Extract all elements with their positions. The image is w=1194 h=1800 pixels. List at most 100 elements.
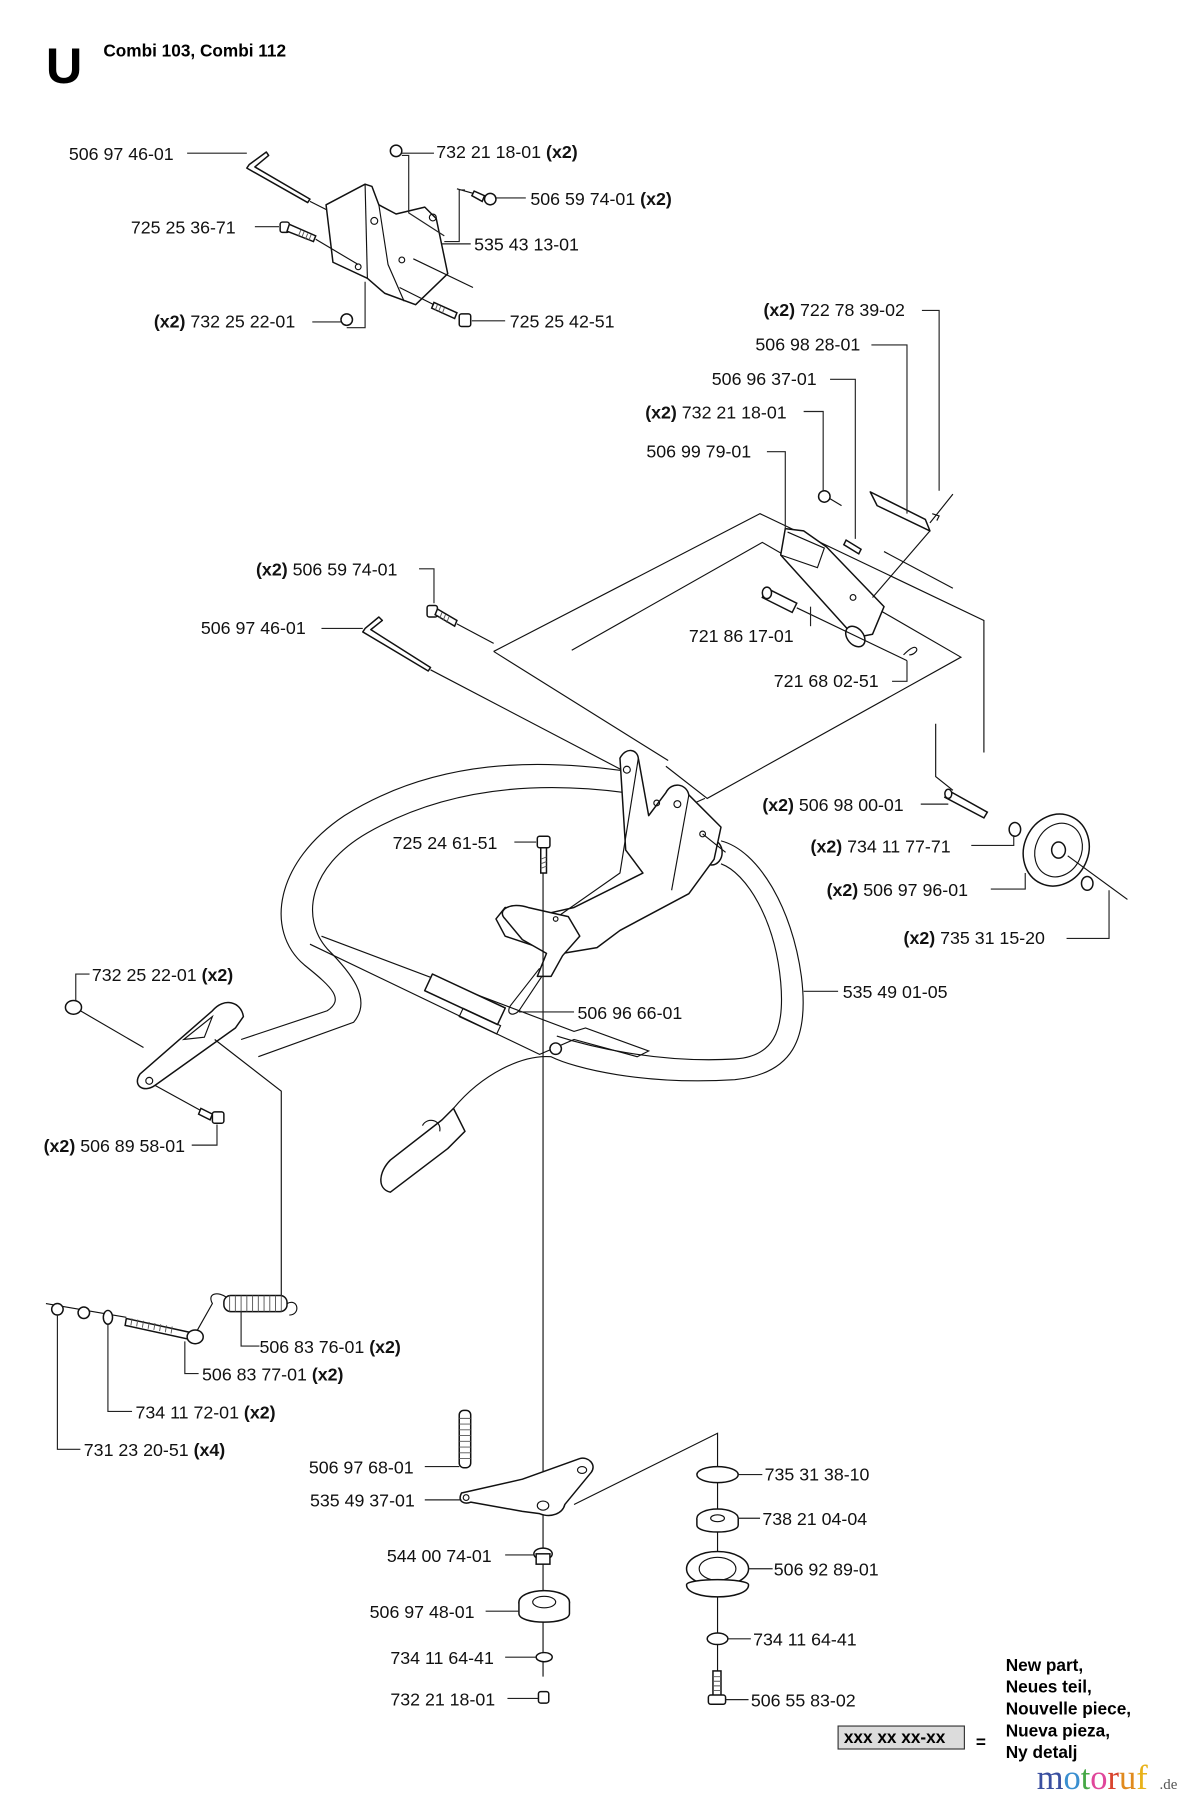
logo-letter: r: [1108, 1759, 1120, 1797]
label-735-31-38-10: 735 31 38-10: [765, 1464, 870, 1484]
quantity: (x2): [546, 142, 578, 162]
label-732-21-18-01-holder: (x2) 732 21 18-01: [645, 402, 786, 422]
quantity: (x2): [763, 300, 795, 320]
bolt-725-25-36-71: [279, 221, 359, 266]
label-738-21-04-04: 738 21 04-04: [762, 1509, 867, 1529]
label-506-98-00-01: (x2) 506 98 00-01: [762, 795, 903, 815]
part-number: 506 97 96-01: [863, 880, 968, 900]
part-number: 506 89 58-01: [80, 1136, 185, 1156]
part-number: 506 83 77-01: [202, 1364, 307, 1384]
quantity: (x2): [640, 189, 672, 209]
handle-535-49-01-05: [136, 749, 804, 1193]
label-506-59-74-01-top: 506 59 74-01 (x2): [530, 189, 671, 209]
nut-732-21-18-01-bottom: [537, 1690, 550, 1704]
label-506-96-37-01: 506 96 37-01: [712, 369, 817, 389]
holder-assembly: [761, 489, 954, 662]
logo-letter: u: [1119, 1759, 1136, 1797]
label-722-78-39-02: (x2) 722 78 39-02: [763, 300, 904, 320]
logo-letter: o: [1090, 1759, 1107, 1797]
page-title: Combi 103, Combi 112: [103, 41, 286, 61]
quantity: (x4): [194, 1440, 226, 1460]
section-letter: U: [46, 37, 82, 94]
retainer-735-31-15-20: [1080, 875, 1094, 891]
quantity: (x2): [312, 1364, 344, 1384]
quantity: (x2): [811, 836, 843, 856]
logo-suffix: .de: [1160, 1777, 1178, 1793]
part-number: 722 78 39-02: [800, 300, 905, 320]
part-number: 732 21 18-01: [682, 402, 787, 422]
bracket-535-43-13-01: [325, 183, 449, 306]
label-535-49-01-05: 535 49 01-05: [843, 982, 948, 1002]
label-721-86-17-01: 721 86 17-01: [689, 626, 794, 646]
cotter-pin: [903, 646, 918, 656]
label-735-31-15-20: (x2) 735 31 15-20: [904, 928, 1045, 948]
washer-734-11-77-71: [1008, 821, 1022, 838]
part-number: 735 31 15-20: [940, 928, 1045, 948]
label-506-97-48-01: 506 97 48-01: [370, 1602, 475, 1622]
spring-assembly: [45, 1293, 298, 1345]
quantity: (x2): [827, 880, 859, 900]
part-number: 732 25 22-01: [190, 312, 295, 332]
quantity: (x2): [202, 965, 234, 985]
legend-equals: =: [976, 1732, 986, 1752]
part-number: 732 25 22-01: [92, 965, 197, 985]
label-506-55-83-02: 506 55 83-02: [751, 1691, 856, 1711]
wheel-assembly: [943, 788, 1128, 900]
quantity: (x2): [645, 402, 677, 422]
legend-sample-box: [837, 1725, 965, 1750]
part-number: 506 59 74-01: [530, 189, 635, 209]
label-734-11-64-41-left: 734 11 64-41: [390, 1648, 494, 1668]
label-725-25-42-51: 725 25 42-51: [510, 312, 615, 332]
label-734-11-77-71: (x2) 734 11 77-71: [811, 836, 951, 856]
label-544-00-74-01: 544 00 74-01: [387, 1546, 492, 1566]
label-732-25-22-01-top: (x2) 732 25 22-01: [154, 312, 295, 332]
part-number: 506 59 74-01: [293, 560, 398, 580]
tension-arm-535-49-37-01: [459, 1457, 594, 1517]
idler-stack: [685, 1458, 750, 1705]
mid-rod-assembly: [362, 604, 626, 773]
quantity: (x2): [369, 1337, 401, 1357]
quantity: (x2): [244, 1402, 276, 1422]
legend-line-de: Neues teil,: [1006, 1677, 1092, 1697]
pulley-stack: [458, 1409, 719, 1704]
label-731-23-20-51: 731 23 20-51 (x4): [84, 1440, 225, 1460]
part-number: 506 83 76-01: [259, 1337, 364, 1357]
quantity: (x2): [762, 795, 794, 815]
logo-letter: o: [1064, 1759, 1081, 1797]
screw-506-55-83-02: [712, 1670, 722, 1697]
logo-text: motoruf: [1037, 1759, 1149, 1797]
quantity: (x2): [256, 560, 288, 580]
tension-spring-506-97-68-01: [458, 1409, 472, 1469]
washer-734-11-64-41-right: [706, 1632, 729, 1646]
bolt-506-89-58-01: [211, 1111, 225, 1125]
legend-line-sv: Ny detalj: [1006, 1742, 1078, 1762]
motoruf-watermark-logo: motoruf .de: [1037, 1759, 1178, 1797]
label-725-25-36-71: 725 25 36-71: [131, 218, 236, 238]
spring-clip-506-96-37-01: [842, 539, 863, 555]
top-bracket-assembly: [246, 144, 497, 328]
bolt-725-24-61-51: [536, 835, 551, 1677]
new-part-legend: xxx xx xx-xx = New part, Neues teil, Nou…: [837, 1655, 1131, 1762]
label-732-25-22-01-left: 732 25 22-01 (x2): [92, 965, 233, 985]
quantity: (x2): [154, 312, 186, 332]
label-725-24-61-51: 725 24 61-51: [393, 833, 498, 853]
part-number: 734 11 77-71: [847, 836, 951, 856]
part-number: 731 23 20-51: [84, 1440, 189, 1460]
label-734-11-72-01: 734 11 72-01 (x2): [135, 1402, 275, 1422]
cover-506-98-28-01: [869, 491, 931, 532]
screw-506-59-74-01: [456, 188, 497, 206]
label-506-83-76-01: 506 83 76-01 (x2): [259, 1337, 400, 1357]
rod-mid: [362, 616, 432, 672]
washer-734-11-64-41-left: [535, 1651, 553, 1663]
legend-sample-text: xxx xx xx-xx: [844, 1727, 946, 1747]
part-number: 506 98 00-01: [799, 795, 904, 815]
logo-letter: m: [1037, 1759, 1064, 1797]
assembly-guide-lines: [493, 513, 985, 817]
label-721-68-02-51: 721 68 02-51: [774, 671, 879, 691]
label-506-92-89-01: 506 92 89-01: [774, 1560, 879, 1580]
holder-506-99-79-01: [779, 527, 885, 639]
lock-clip-506-96-66-01: [508, 967, 543, 1015]
label-506-59-74-01-mid: (x2) 506 59 74-01: [256, 560, 397, 580]
logo-letter: t: [1081, 1759, 1091, 1797]
quantity: (x2): [904, 928, 936, 948]
